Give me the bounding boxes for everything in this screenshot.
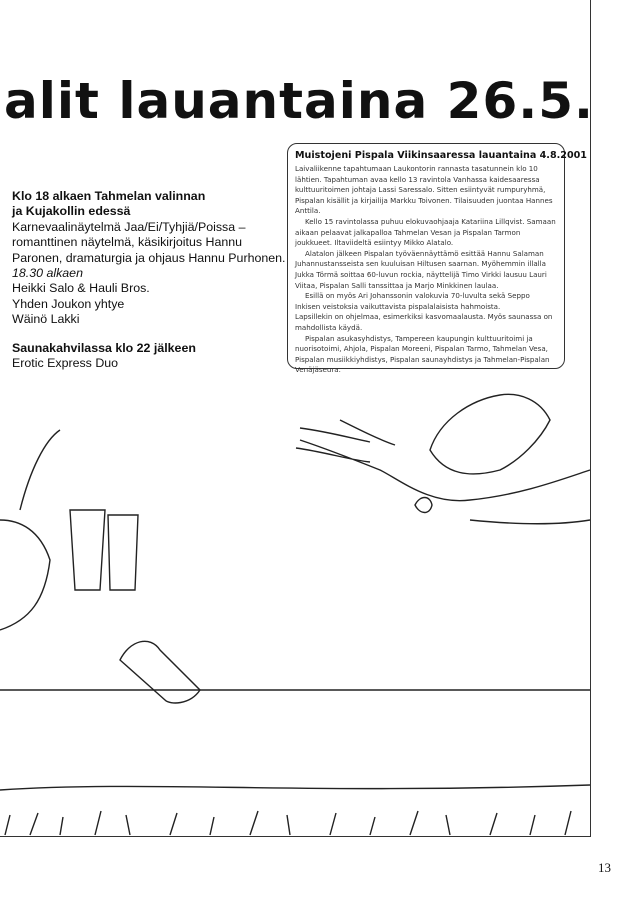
page-number: 13 — [598, 860, 611, 875]
event-info-box: Muistojeni Pispala Viikinsaaressa lauant… — [287, 143, 587, 374]
performer: Yhden Joukon yhtye — [12, 296, 125, 311]
bowl-faucet — [0, 429, 61, 631]
grass — [0, 784, 591, 836]
performer: Heikki Salo & Hauli Bros. — [12, 281, 150, 296]
program-time: 18.30 alkaen — [12, 266, 83, 281]
program-line: romanttinen näytelmä, käsikirjoitus Hann… — [12, 235, 243, 250]
page-title: alit lauantaina 26.5. — [4, 72, 595, 130]
cup-tipped — [119, 640, 201, 704]
performer: Wäinö Lakki — [12, 312, 80, 327]
program-heading: ja Kujakollin edessä — [12, 204, 131, 219]
box-paragraph: Lapsillekin on ohjelmaa, esimerkiksi kas… — [295, 312, 553, 332]
box-paragraph: Pispalan asukasyhdistys, Tampereen kaupu… — [295, 333, 550, 375]
box-paragraph: Esillä on myös Ari Johanssonin valokuvia… — [295, 291, 530, 311]
page-frame — [0, 0, 591, 837]
program-line: Paronen, dramaturgia ja ohjaus Hannu Pur… — [12, 250, 286, 265]
hand-arm — [295, 419, 591, 525]
box-paragraph: Alatalon jälkeen Pispalan työväennäyttäm… — [295, 248, 547, 290]
program-column: Klo 18 alkaen Tahmelan valinnan ja Kujak… — [12, 189, 302, 371]
performer: Erotic Express Duo — [12, 356, 119, 371]
box-paragraph: Kello 15 ravintolassa puhuu elokuvaohjaa… — [295, 216, 556, 248]
box-paragraph: Laivaliikenne tapahtumaan Laukontorin ra… — [295, 164, 553, 216]
program-heading: Saunakahvilassa klo 22 jälkeen — [12, 340, 196, 355]
program-heading: Klo 18 alkaen Tahmelan valinnan — [12, 189, 206, 203]
box-title: Muistojeni Pispala Viikinsaaressa lauant… — [295, 150, 587, 161]
wristwatch — [414, 496, 433, 514]
program-line: Karnevaalinäytelmä Jaa/Ei/Tyhjiä/Poissa … — [12, 219, 246, 234]
cloth-in-hand — [429, 393, 551, 475]
cups-stack — [69, 509, 139, 591]
